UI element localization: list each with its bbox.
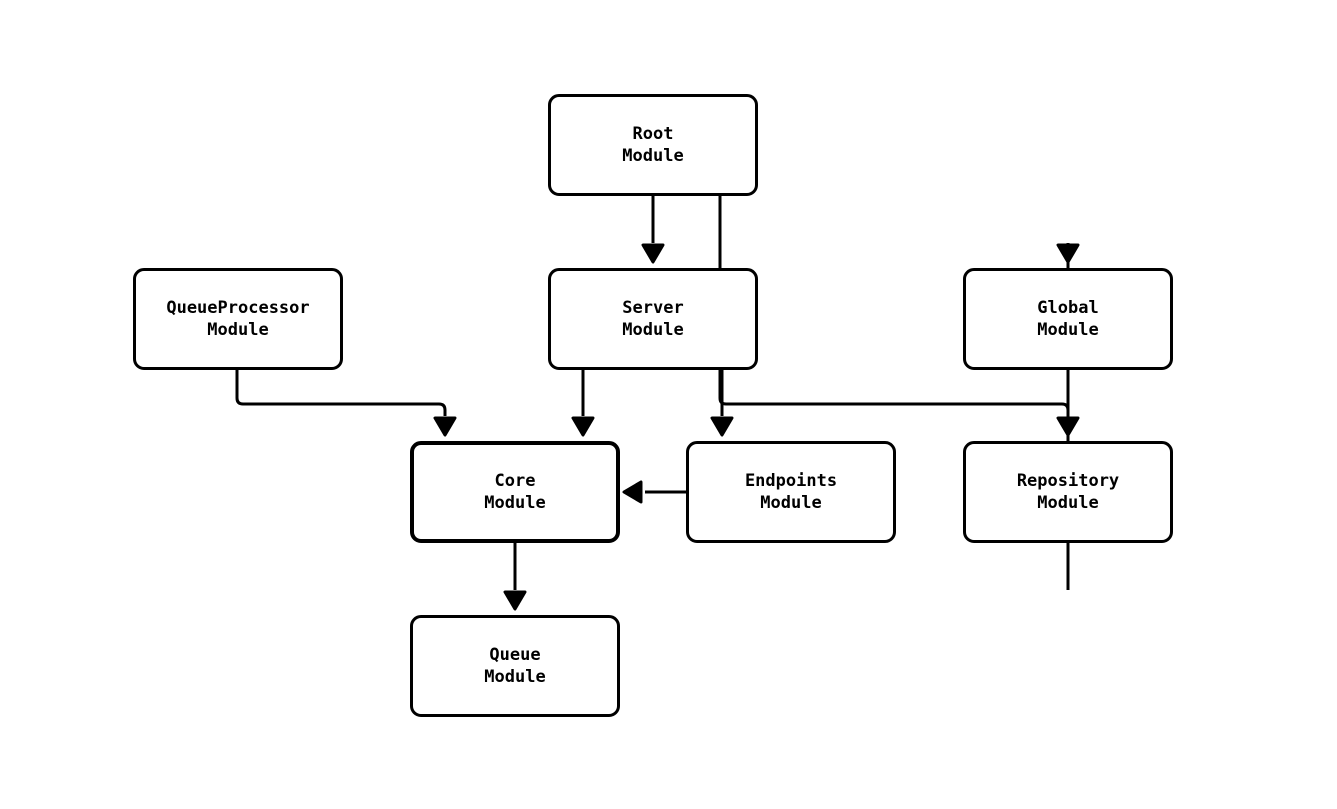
node-label-name: Core <box>494 471 536 491</box>
node-label-name: Server <box>622 298 684 318</box>
edge-core-queue <box>503 543 527 611</box>
node-label-name: Queue <box>489 645 541 665</box>
node-label-suffix: Module <box>760 493 822 513</box>
node-label-suffix: Module <box>484 667 546 687</box>
edge-queueprocessor-core <box>235 370 457 437</box>
edges-group <box>235 196 1080 611</box>
edge-arrowhead <box>1056 243 1080 264</box>
edge-arrowhead <box>641 243 665 264</box>
node-label-suffix: Module <box>622 320 684 340</box>
edge-arrowhead <box>1056 416 1080 437</box>
node-label-name: Global <box>1037 298 1099 318</box>
node-label-suffix: Module <box>622 146 684 166</box>
node-label-name: Root <box>632 124 674 144</box>
edge-server-endpoints <box>710 370 734 437</box>
edge-arrowhead <box>503 590 527 611</box>
edge-endpoints-core <box>622 480 686 504</box>
node-label-name: Repository <box>1016 471 1120 491</box>
edge-line <box>235 370 447 416</box>
node-label-name: QueueProcessor <box>166 298 310 318</box>
edge-arrowhead <box>710 416 734 437</box>
edge-server-core <box>571 370 595 437</box>
node-label-suffix: Module <box>484 493 546 513</box>
edge-arrowhead <box>571 416 595 437</box>
node-label-suffix: Module <box>1037 320 1099 340</box>
edge-root-server <box>641 196 665 264</box>
node-label-name: Endpoints <box>744 471 838 491</box>
node-label-suffix: Module <box>1037 493 1099 513</box>
node-label-suffix: Module <box>207 320 269 340</box>
edge-arrowhead <box>622 480 643 504</box>
edge-arrowhead <box>433 416 457 437</box>
